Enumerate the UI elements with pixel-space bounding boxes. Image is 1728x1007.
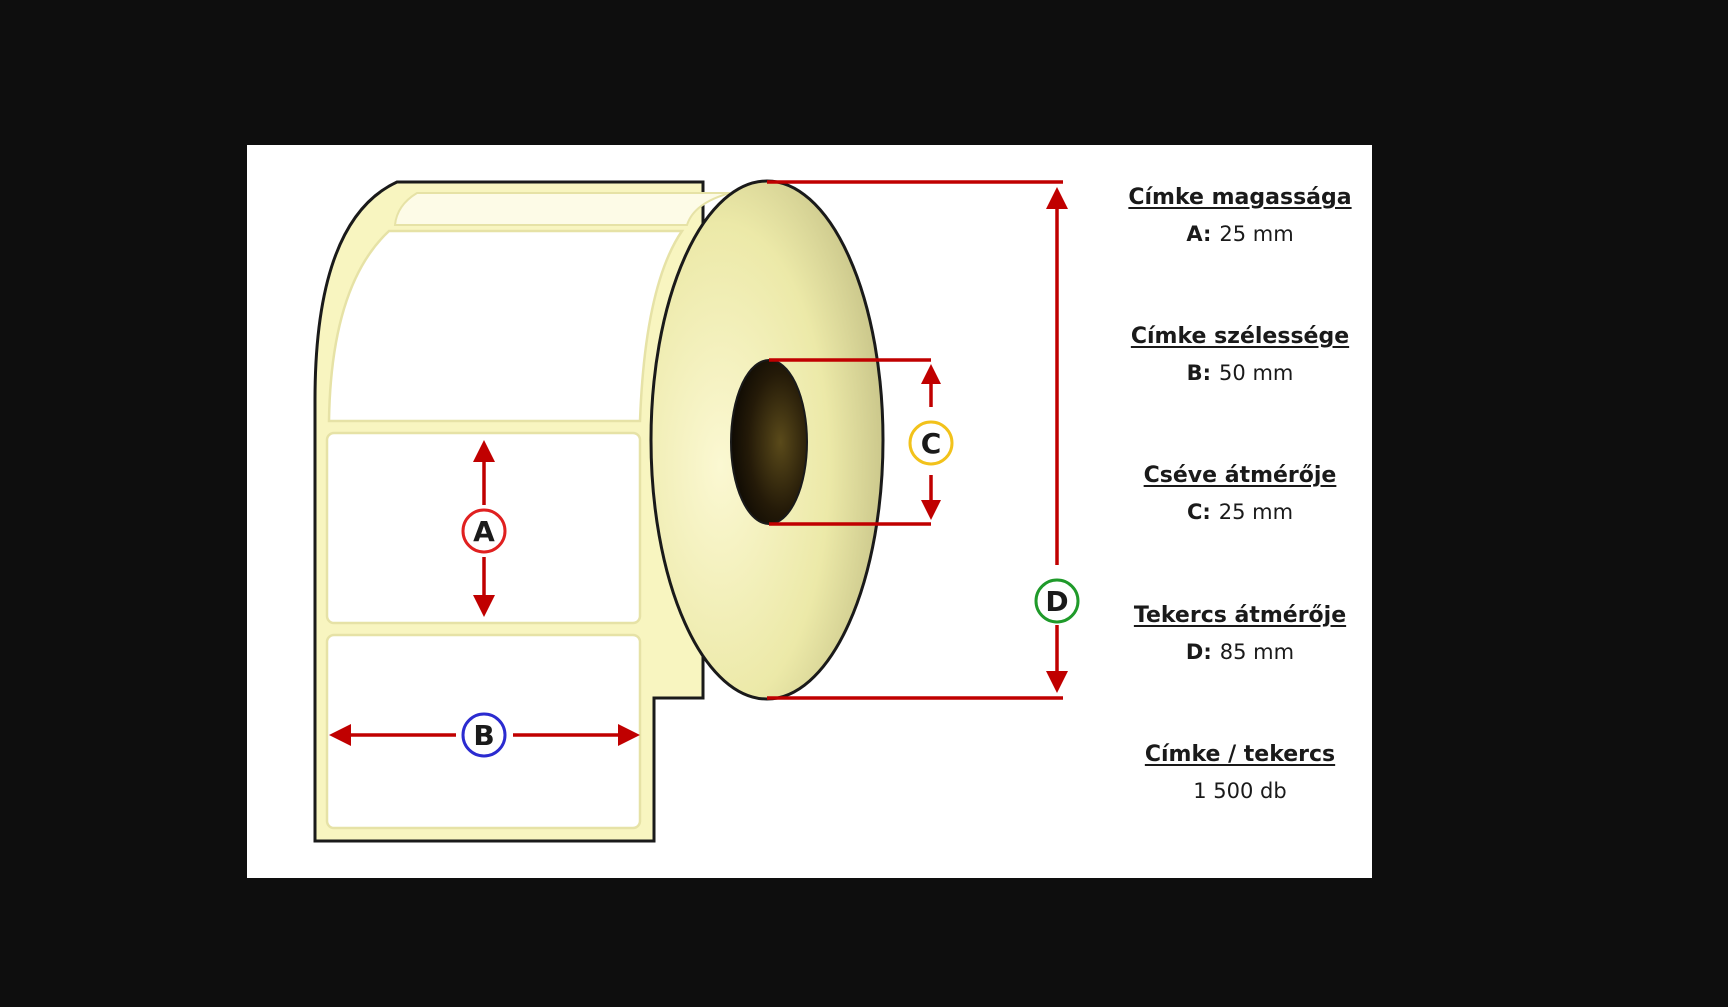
spec-title: Tekercs átmérője	[1133, 603, 1347, 628]
spec-value: 25 mm	[1218, 500, 1294, 524]
spec-labels-per-roll: Címke / tekercs 1 500 db	[1125, 742, 1355, 803]
spec-title: Címke szélessége	[1130, 324, 1350, 349]
marker-c: C	[908, 420, 954, 466]
spec-letter: D:	[1185, 640, 1212, 664]
spec-roll-diameter: Tekercs átmérője D: 85 mm	[1125, 603, 1355, 664]
marker-d: D	[1034, 578, 1080, 624]
spec-value: 1 500 db	[1193, 779, 1287, 803]
spec-title: Címke magassága	[1128, 185, 1352, 210]
spec-value: 50 mm	[1219, 361, 1294, 385]
marker-d-letter: D	[1045, 585, 1068, 618]
spec-core-diameter: Cséve átmérője C: 25 mm	[1125, 463, 1355, 524]
label-roll-diagram: A B C D	[313, 179, 1080, 843]
spec-title: Cséve átmérője	[1143, 463, 1337, 488]
marker-c-letter: C	[921, 427, 942, 460]
spec-title: Címke / tekercs	[1144, 742, 1336, 767]
marker-a: A	[461, 508, 507, 554]
spec-letter: C:	[1186, 500, 1211, 524]
dimension-c-arrow	[921, 364, 941, 520]
spec-label-width: Címke szélessége B: 50 mm	[1125, 324, 1355, 385]
dimension-lines	[767, 180, 1063, 700]
spec-letter: B:	[1186, 361, 1212, 385]
dimension-d-arrow	[1046, 187, 1068, 693]
roll-top-label	[393, 192, 731, 226]
dimension-b-arrow	[329, 724, 640, 746]
marker-b-letter: B	[473, 719, 494, 752]
core-hole	[730, 359, 808, 525]
spec-value: 25 mm	[1219, 222, 1294, 246]
spec-value: 85 mm	[1219, 640, 1295, 664]
marker-a-letter: A	[473, 515, 495, 548]
spec-letter: A:	[1186, 222, 1212, 246]
label-roll-card: A B C D Címke magassága A: 25 mm Címke sz…	[247, 145, 1372, 878]
roll-curved-label	[327, 229, 685, 423]
marker-b: B	[461, 712, 507, 758]
dimension-a-arrow	[473, 440, 495, 617]
spec-label-height: Címke magassága A: 25 mm	[1125, 185, 1355, 246]
